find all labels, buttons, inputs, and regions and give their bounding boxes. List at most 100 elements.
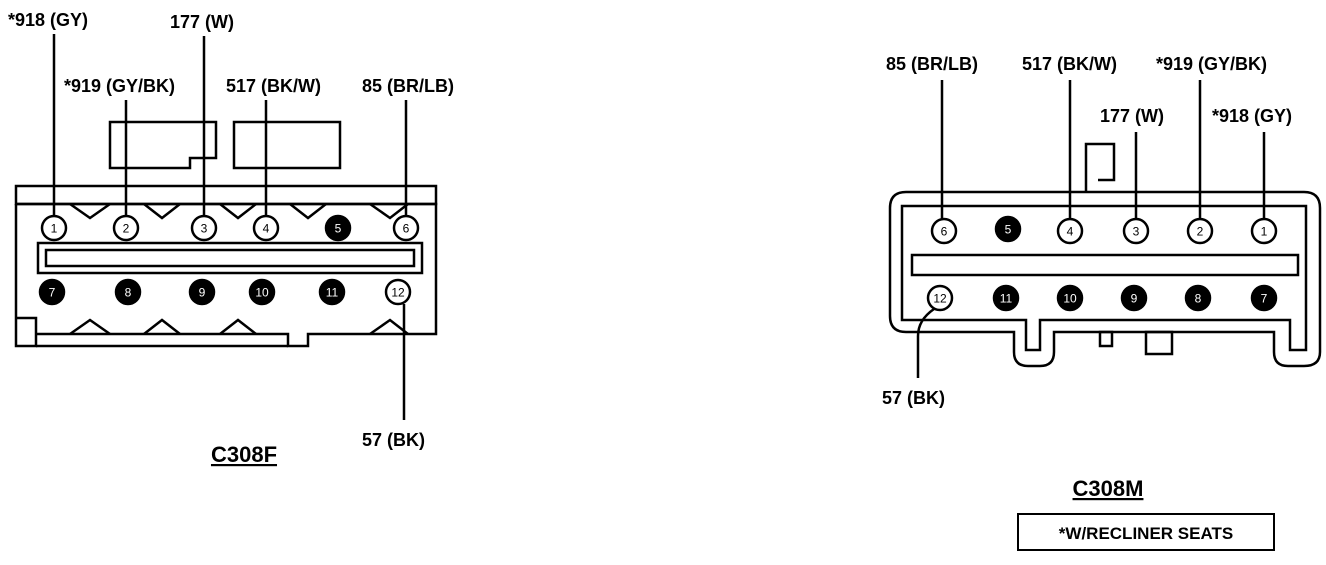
- pin-circle: [38, 278, 66, 306]
- c308m-bottom-tab-large: [1144, 330, 1174, 356]
- pin-c308f-12: 12: [384, 278, 412, 306]
- pin-c308f-11: 11: [318, 278, 346, 306]
- pin-number: 12: [391, 286, 405, 300]
- pin-number: 7: [49, 286, 56, 300]
- pin-number: 1: [1261, 225, 1268, 239]
- wire-label: *919 (GY/BK): [1156, 54, 1267, 74]
- pin-c308m-12: 12: [926, 284, 954, 312]
- pin-c308f-9: 9: [188, 278, 216, 306]
- pin-c308m-10: 10: [1056, 284, 1084, 312]
- pin-number: 2: [123, 222, 130, 236]
- wire-label: 85 (BR/LB): [886, 54, 978, 74]
- note-text: *W/RECLINER SEATS: [1059, 524, 1233, 543]
- pin-c308f-7: 7: [38, 278, 66, 306]
- wire-label: 57 (BK): [362, 430, 425, 450]
- c308m-inner-cavity: [900, 204, 1308, 352]
- pin-c308f-4: 4: [252, 214, 280, 242]
- c308m-center-bar: [910, 253, 1300, 277]
- c308f-center-bar: [36, 241, 424, 275]
- pin-c308f-10: 10: [248, 278, 276, 306]
- c308f-top-keys: [69, 202, 409, 220]
- pin-number: 7: [1261, 292, 1268, 306]
- pin-c308f-1: 1: [40, 214, 68, 242]
- wire-label: *918 (GY): [8, 10, 88, 30]
- pin-number: 1: [51, 222, 58, 236]
- pin-c308m-5: 5: [994, 215, 1022, 243]
- pin-circle: [318, 278, 346, 306]
- pin-circle: [1250, 284, 1278, 312]
- pin-number: 12: [933, 292, 947, 306]
- pin-circle: [994, 215, 1022, 243]
- wire-label: 517 (BK/W): [226, 76, 321, 96]
- pin-c308m-7: 7: [1250, 284, 1278, 312]
- pin-circle: [1056, 284, 1084, 312]
- pin-c308m-6: 6: [930, 217, 958, 245]
- wire-label: 85 (BR/LB): [362, 76, 454, 96]
- pin-circle: [930, 217, 958, 245]
- wire-lead-line: [916, 307, 935, 378]
- pin-c308f-2: 2: [112, 214, 140, 242]
- c308m-outer-shell: [888, 190, 1322, 368]
- connector-c308m: [888, 142, 1322, 368]
- c308m-pins: 6 5 4 3 2 1 12 11 10 9 8 7: [926, 215, 1278, 312]
- pin-c308m-2: 2: [1186, 217, 1214, 245]
- note-box: [1017, 513, 1275, 551]
- pin-circle: [1120, 284, 1148, 312]
- pin-c308m-4: 4: [1056, 217, 1084, 245]
- pin-number: 4: [263, 222, 270, 236]
- wire-label: 57 (BK): [882, 388, 945, 408]
- pin-c308f-8: 8: [114, 278, 142, 306]
- pin-number: 10: [255, 286, 269, 300]
- pin-number: 8: [125, 286, 132, 300]
- c308m-wire-leads: 85 (BR/LB) 517 (BK/W) 177 (W) *919 (GY/BK) *…: [882, 54, 1292, 408]
- pin-number: 9: [1131, 292, 1138, 306]
- pin-number: 4: [1067, 225, 1074, 239]
- c308f-bottom-keys: [69, 318, 409, 336]
- pin-c308m-3: 3: [1122, 217, 1150, 245]
- pin-circle: [384, 278, 412, 306]
- wire-label: 177 (W): [170, 12, 234, 32]
- pin-number: 8: [1195, 292, 1202, 306]
- pin-c308f-6: 6: [392, 214, 420, 242]
- c308f-latch-left: [108, 120, 218, 170]
- pin-number: 3: [201, 222, 208, 236]
- pin-circle: [248, 278, 276, 306]
- wire-label: *918 (GY): [1212, 106, 1292, 126]
- pin-number: 10: [1063, 292, 1077, 306]
- c308f-wire-leads: *918 (GY)*919 (GY/BK)177 (W)517 (BK/W)85…: [8, 10, 454, 450]
- pin-number: 6: [403, 222, 410, 236]
- pin-number: 9: [199, 286, 206, 300]
- pin-c308m-8: 8: [1184, 284, 1212, 312]
- pin-circle: [324, 214, 352, 242]
- pin-circle: [114, 278, 142, 306]
- pin-c308f-3: 3: [190, 214, 218, 242]
- pin-number: 5: [1005, 223, 1012, 237]
- pin-c308m-1: 1: [1250, 217, 1278, 245]
- pin-number: 6: [941, 225, 948, 239]
- pin-number: 3: [1133, 225, 1140, 239]
- pin-number: 5: [335, 222, 342, 236]
- wire-label: 177 (W): [1100, 106, 1164, 126]
- wire-label: *919 (GY/BK): [64, 76, 175, 96]
- wire-label: 517 (BK/W): [1022, 54, 1117, 74]
- c308f-title: C308F: [211, 442, 277, 467]
- connector-c308f: [14, 120, 438, 348]
- c308m-title: C308M: [1073, 476, 1144, 501]
- c308f-top-rail: [14, 184, 438, 206]
- pin-number: 11: [1000, 292, 1013, 306]
- pin-c308m-9: 9: [1120, 284, 1148, 312]
- pin-circle: [992, 284, 1020, 312]
- c308f-latch-right: [232, 120, 342, 170]
- pin-number: 11: [326, 286, 339, 300]
- c308m-bottom-tab-small: [1098, 330, 1114, 348]
- pin-number: 2: [1197, 225, 1204, 239]
- pin-circle: [1184, 284, 1212, 312]
- c308f-body: [14, 202, 438, 348]
- c308f-center-slot: [44, 248, 416, 268]
- pin-circle: [926, 284, 954, 312]
- pin-c308m-11: 11: [992, 284, 1020, 312]
- c308m-top-tab: [1084, 142, 1116, 192]
